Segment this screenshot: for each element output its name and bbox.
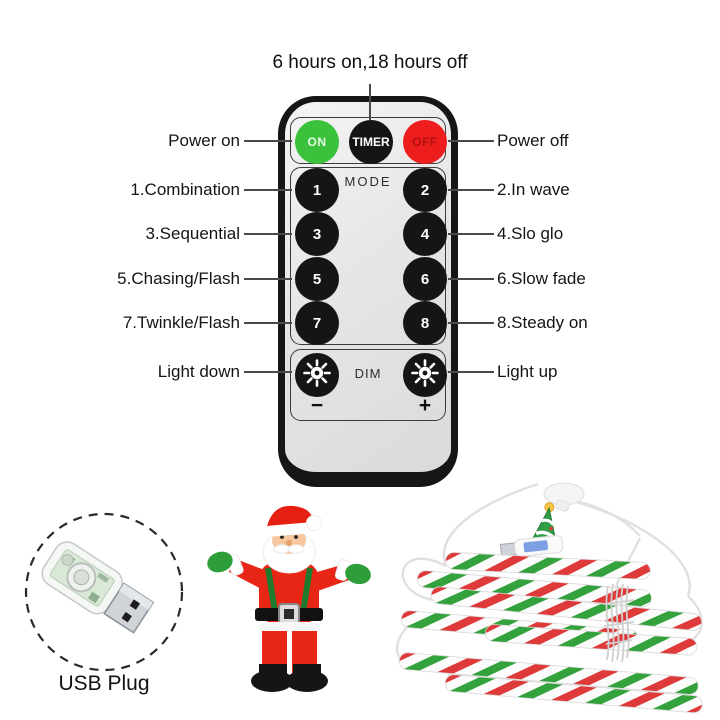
mode-button-4: 4: [403, 212, 447, 256]
leader-line: [448, 322, 494, 324]
mode-button-1: 1: [295, 168, 339, 212]
label-light-up: Light up: [497, 362, 558, 381]
label-sequential: 3.Sequential: [145, 224, 240, 243]
usb-plug-illustration: [41, 541, 155, 634]
leader-line: [244, 140, 292, 142]
tube-light-set: [395, 482, 703, 714]
label-power-off: Power off: [497, 131, 569, 150]
mode-button-panel: MODE 1 2 3 4 5 6 7 8: [290, 167, 447, 345]
label-combination: 1.Combination: [130, 180, 240, 199]
timer-button: TIMER: [349, 120, 393, 164]
timer-note: 6 hours on,18 hours off: [272, 52, 468, 73]
leader-line: [244, 189, 292, 191]
santa-mitten-right: [345, 563, 371, 585]
sun-icon: [303, 358, 331, 392]
power-button-panel: ON TIMER OFF: [290, 117, 447, 164]
label-twinkle-flash: 7.Twinkle/Flash: [122, 313, 240, 332]
label-chasing-flash: 5.Chasing/Flash: [117, 269, 240, 288]
label-slow-fade: 6.Slow fade: [497, 269, 586, 288]
label-in-wave: 2.In wave: [497, 180, 570, 199]
santa-mitten-left: [207, 551, 233, 573]
usb-plug-inset: [24, 512, 184, 672]
leader-line: [448, 233, 494, 235]
mode-button-8: 8: [403, 301, 447, 345]
leader-line: [448, 140, 494, 142]
timer-leader-line: [369, 84, 371, 120]
mode-button-5: 5: [295, 257, 339, 301]
label-steady-on: 8.Steady on: [497, 313, 588, 332]
wire-bundle: [603, 583, 635, 663]
leader-line: [448, 189, 494, 191]
dim-minus-sign: −: [310, 394, 324, 417]
santa-figure: [207, 505, 371, 692]
power-on-button: ON: [295, 120, 339, 164]
leader-line: [244, 371, 292, 373]
usb-plug-caption: USB Plug: [58, 672, 150, 695]
dim-plus-sign: +: [418, 394, 432, 417]
suction-cup: [543, 482, 585, 512]
leader-line: [244, 233, 292, 235]
dim-up-button: [403, 353, 447, 397]
sun-icon: [411, 358, 439, 392]
power-off-button: OFF: [403, 120, 447, 164]
mode-button-7: 7: [295, 301, 339, 345]
mode-label: MODE: [344, 174, 392, 189]
label-slo-glo: 4.Slo glo: [497, 224, 564, 243]
leader-line: [448, 371, 494, 373]
leader-line: [448, 278, 494, 280]
leader-line: [244, 322, 292, 324]
mode-button-2: 2: [403, 168, 447, 212]
dim-button-panel: DIM: [290, 349, 447, 421]
mode-button-6: 6: [403, 257, 447, 301]
remote-control: ON TIMER OFF MODE 1 2 3 4 5 6 7 8 DIM: [278, 96, 458, 487]
cord-usb-connector: [499, 535, 564, 557]
leader-line: [244, 278, 292, 280]
dim-down-button: [295, 353, 339, 397]
dim-label: DIM: [354, 366, 382, 381]
mode-button-3: 3: [295, 212, 339, 256]
label-power-on: Power on: [168, 131, 240, 150]
label-light-down: Light down: [157, 362, 240, 381]
candy-stripe-tubes: [398, 552, 703, 714]
